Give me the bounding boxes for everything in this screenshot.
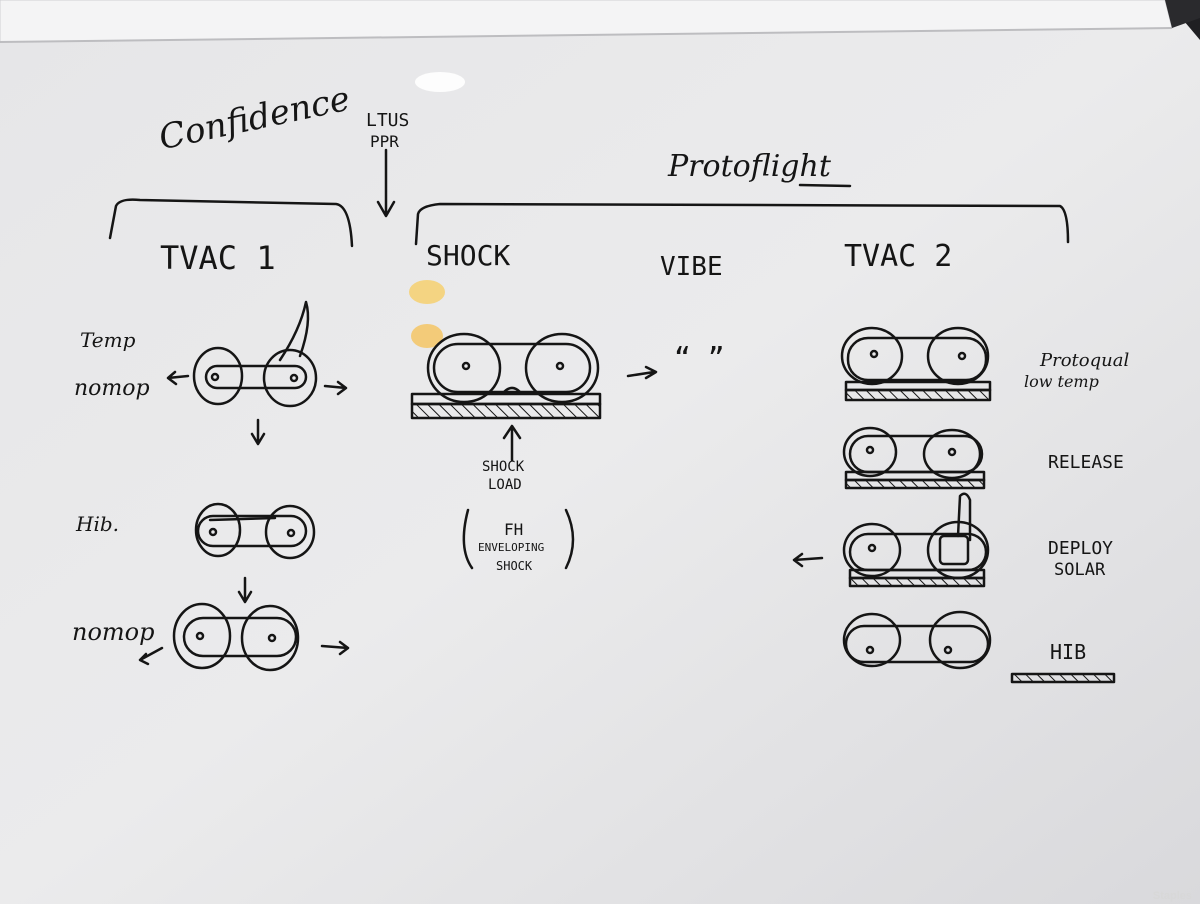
label-hib-2: HIB (1050, 640, 1087, 664)
heading-vibe: VIBE (660, 252, 723, 282)
label-deploy: DEPLOY (1048, 538, 1114, 559)
label-hib: Hib. (76, 512, 119, 536)
label-shock-load-2: LOAD (488, 477, 522, 493)
heading-tvac2: TVAC 2 (844, 239, 953, 274)
label-fh: FH (504, 520, 524, 539)
label-nomop-bottom: nomop (72, 618, 155, 646)
label-protoflight: Protoflight (668, 149, 831, 184)
label-enveloping: ENVELOPING (478, 541, 545, 554)
label-shock-load-1: SHOCK (482, 459, 525, 475)
heading-tvac1: TVAC 1 (160, 239, 276, 277)
label-protoqual: Protoqual (1040, 350, 1130, 371)
label-ltus: LTUS (366, 110, 410, 131)
label-nomop-top: nomop (74, 376, 150, 401)
heading-shock: SHOCK (426, 239, 511, 272)
label-ditto: “ ” (674, 341, 725, 374)
label-release: RELEASE (1048, 452, 1124, 473)
brand-logo: Staples (1152, 890, 1192, 902)
label-low-temp: low temp (1024, 372, 1099, 391)
label-solar: SOLAR (1054, 560, 1106, 580)
label-temp: Temp (80, 328, 136, 352)
label-ppr: PPR (370, 132, 399, 151)
label-fh-shock: SHOCK (496, 559, 533, 573)
